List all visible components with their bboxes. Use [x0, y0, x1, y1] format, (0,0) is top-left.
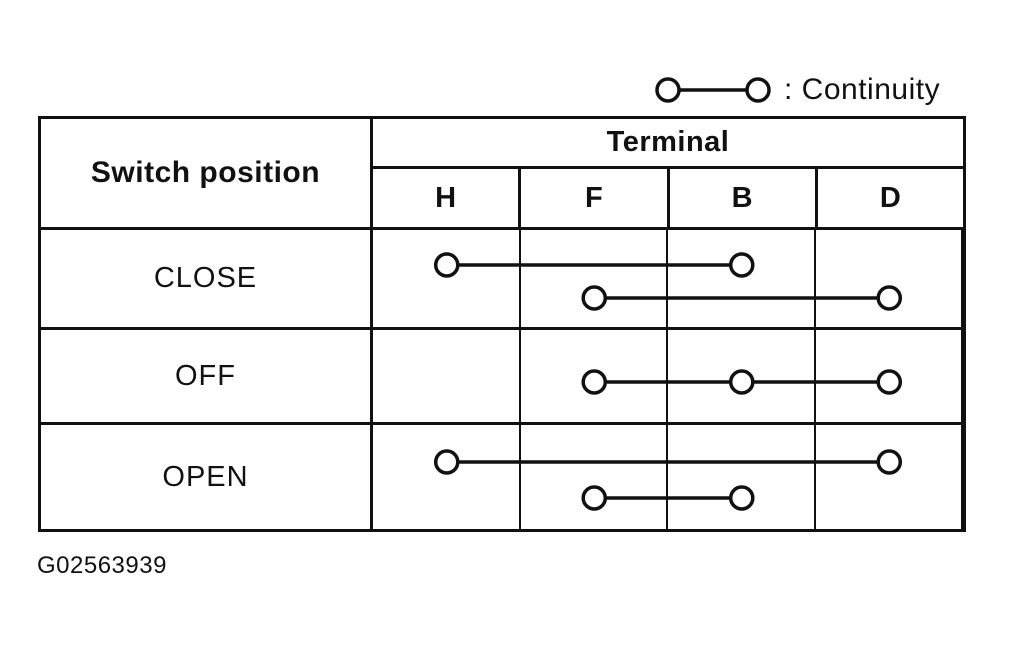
table-row-off: OFF: [41, 327, 963, 422]
continuity-symbol-icon: [655, 77, 771, 103]
terminal-contact-h: [433, 252, 460, 278]
continuity-connections: [433, 252, 903, 311]
terminal-cell: [521, 230, 668, 327]
terminal-cell: [373, 230, 521, 327]
terminal-cells: [373, 230, 963, 327]
switch-position-label: CLOSE: [41, 230, 373, 327]
terminal-cell: [668, 230, 816, 327]
terminal-cell: [816, 425, 963, 529]
continuity-connections: [581, 369, 903, 395]
terminal-contact-d: [876, 285, 903, 311]
terminal-contact-b: [728, 485, 755, 511]
terminal-cell: [668, 425, 816, 529]
terminal-cell: [816, 330, 963, 422]
switch-position-label: OPEN: [41, 425, 373, 529]
terminal-cell: [521, 425, 668, 529]
continuity-connections: [433, 449, 903, 511]
terminal-cell: [521, 330, 668, 422]
terminal-cell: [668, 330, 816, 422]
switch-position-header: Switch position: [41, 119, 373, 227]
terminal-cells: [373, 330, 963, 422]
terminal-contact-f: [581, 285, 608, 311]
terminal-col-header-b: B: [670, 169, 818, 227]
continuity-legend: : Continuity: [652, 70, 940, 110]
legend-label: : Continuity: [784, 73, 941, 106]
terminal-cell: [373, 425, 521, 529]
terminal-contact-h: [433, 449, 460, 475]
terminal-cell: [816, 230, 963, 327]
terminal-cell: [373, 330, 521, 422]
terminal-col-header-d: D: [879, 181, 901, 214]
terminal-col-header-h: H: [373, 169, 522, 227]
terminal-contact-b: [728, 252, 755, 278]
terminal-contact-d: [876, 369, 903, 395]
terminal-header: Terminal: [373, 119, 963, 169]
terminal-col-header-f: F: [521, 169, 670, 227]
terminal-contact-d: [876, 449, 903, 475]
terminal-cells: [373, 425, 963, 529]
table-row-close: CLOSE: [41, 227, 963, 327]
figure-id: G02563939: [37, 552, 167, 579]
terminal-contact-b: [728, 369, 755, 395]
terminal-contact-f: [581, 369, 608, 395]
switch-position-label: OFF: [41, 330, 373, 422]
table-row-open: OPEN: [41, 422, 963, 529]
terminal-contact-f: [581, 485, 608, 511]
